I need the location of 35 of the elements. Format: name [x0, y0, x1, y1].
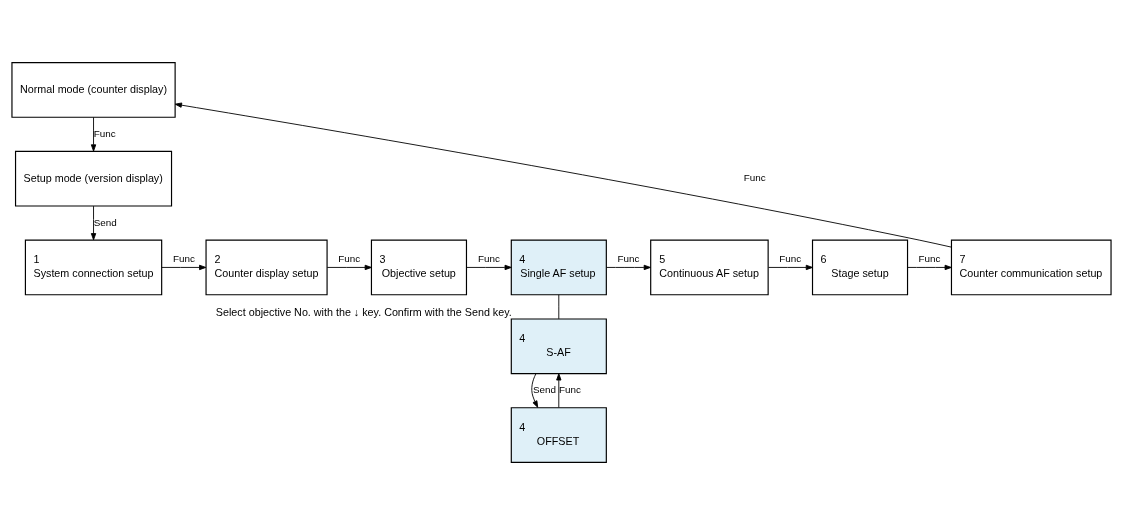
- arrow: [606, 264, 651, 270]
- node-box: 5 Continuous AF setup: [650, 239, 769, 295]
- node-label: Select objective No. with the ↓ key. Confirm with the Send key.: [215, 305, 512, 318]
- arrow: [90, 205, 97, 240]
- arrow: [174, 102, 952, 248]
- node-box: 6 Stage setup: [811, 239, 909, 295]
- arrow: [161, 264, 207, 270]
- edge-label: Func: [779, 252, 802, 264]
- node-box: 2 Counter display setup: [205, 239, 328, 295]
- node-box: Setup mode (version display): [14, 150, 173, 207]
- arrow: [531, 372, 539, 408]
- arrow: [326, 264, 372, 270]
- edge-label: Func: [338, 252, 361, 264]
- arrow: [768, 264, 813, 270]
- edge-label: Func: [559, 383, 581, 395]
- edge-label: Func: [93, 127, 116, 139]
- edge-label: Send: [532, 383, 556, 395]
- edge-label: Func: [617, 252, 640, 264]
- arrow: [90, 116, 97, 152]
- node-box: 1 System connection setup: [24, 239, 163, 295]
- node-box: 4 Single AF setup: [510, 239, 607, 295]
- node-box: Normal mode (counter display): [11, 61, 176, 118]
- edge-label: Func: [743, 171, 766, 183]
- arrow: [556, 372, 562, 408]
- edge-label: Func: [918, 252, 941, 264]
- connector: [558, 293, 560, 319]
- arrow: [466, 264, 512, 270]
- node-box: 4 S-AF: [510, 317, 607, 374]
- edge-label: Func: [172, 252, 195, 264]
- node-box: 3 Objective setup: [370, 239, 468, 295]
- edge-label: Send: [93, 216, 117, 228]
- node-box: 4 OFFSET: [510, 406, 607, 463]
- arrow: [907, 264, 952, 270]
- edge-label: Func: [477, 252, 500, 264]
- node-box: 7 Counter communication setup: [950, 239, 1112, 295]
